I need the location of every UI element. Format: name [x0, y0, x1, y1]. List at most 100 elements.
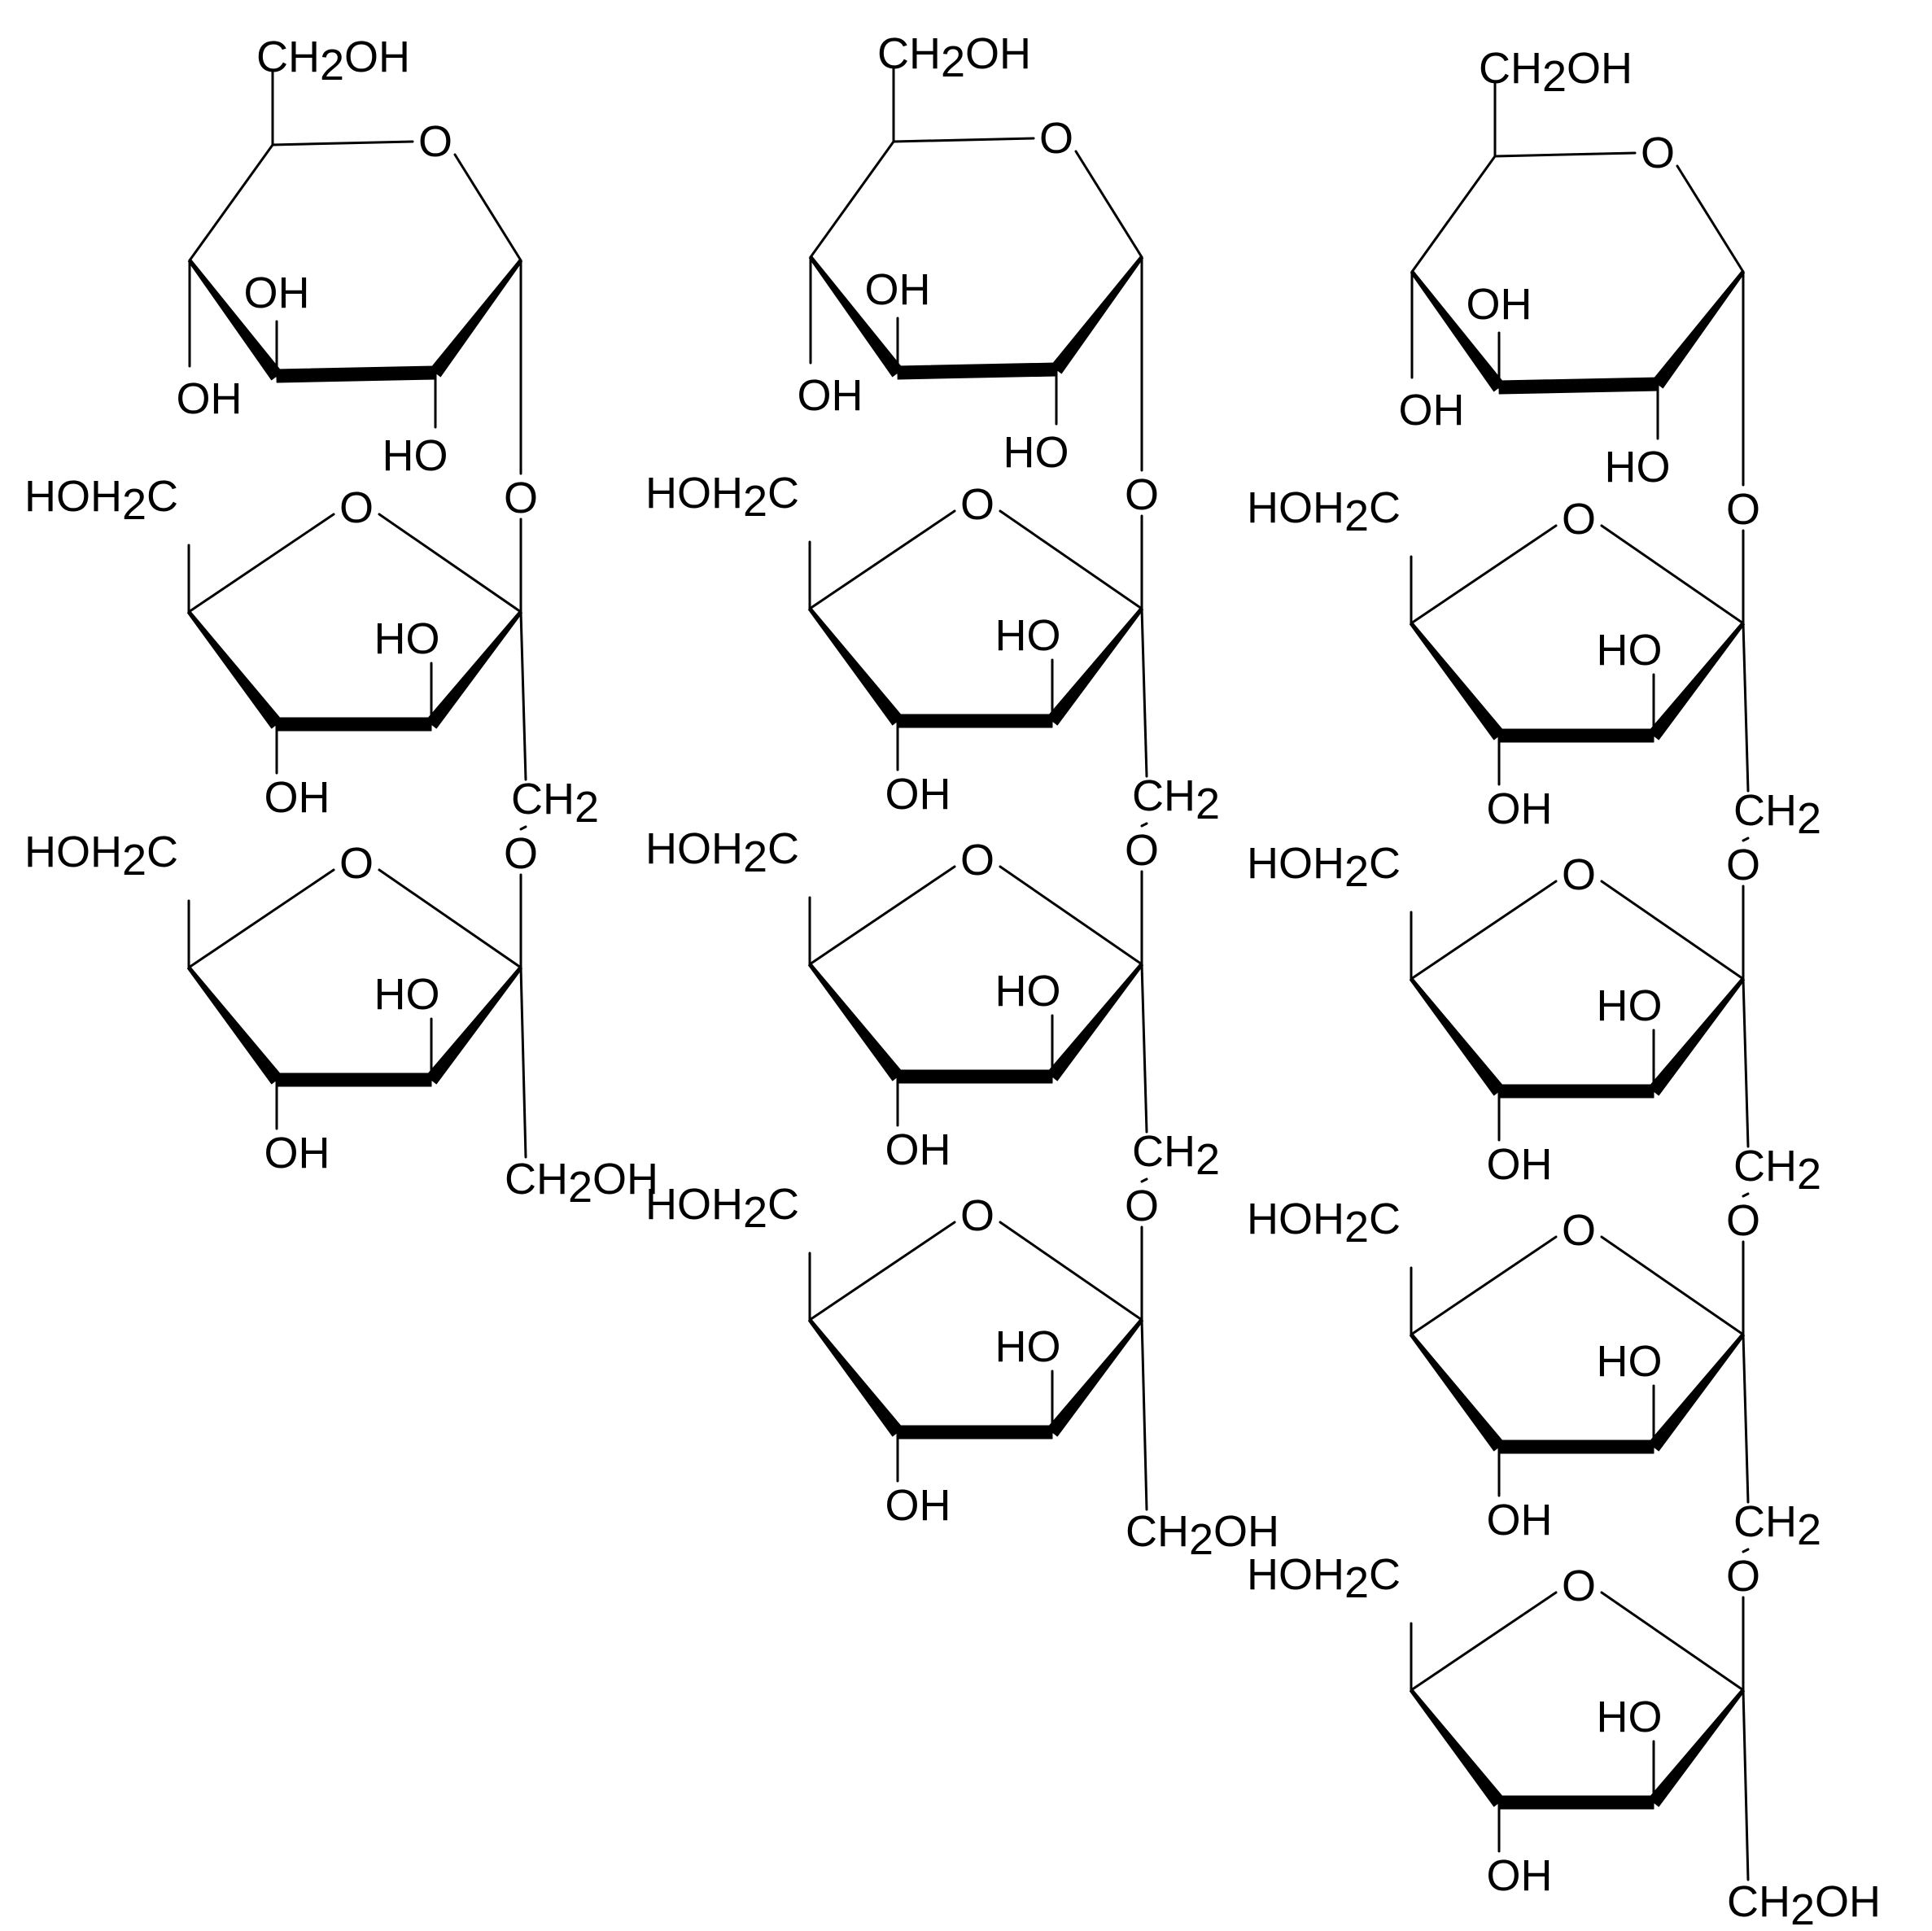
glycosidic-oxygen-label: O [504, 829, 538, 878]
bridge-bond [1742, 1333, 1750, 1504]
bridge-bond [519, 610, 527, 781]
glycosidic-oxygen-label: O [1125, 470, 1159, 519]
oh-label: OH [885, 770, 951, 819]
ho-label: HO [374, 614, 440, 663]
ring-bold-bond [426, 610, 523, 729]
ring-oxygen-label: O [418, 117, 452, 166]
glycosidic-bond [1742, 1192, 1750, 1198]
ch2oh-terminal-label: CH2OH [1727, 1877, 1881, 1927]
ring-bold-bond [1051, 256, 1144, 374]
ring-oxygen-label: O [1562, 850, 1596, 899]
ring-bold-bond [1498, 377, 1659, 395]
hoh2c-label: HOH2C [1247, 1550, 1401, 1607]
bridge-bond [1140, 963, 1148, 1134]
ring-bold-bond [897, 714, 1053, 728]
ring-bond [1676, 164, 1745, 273]
ring-bond [1600, 1591, 1745, 1692]
ring-bond [1410, 1591, 1558, 1692]
ring-bold-bond [1498, 1795, 1654, 1810]
ch2oh-label: CH2OH [877, 29, 1031, 86]
terminal-bond [1742, 1689, 1750, 1881]
ho-label: HO [1605, 443, 1671, 491]
hoh2c-label: HOH2C [1247, 839, 1401, 896]
ring-bold-bond [1648, 622, 1746, 741]
ho-label: HO [1597, 1337, 1663, 1386]
ring-bold-bond [430, 259, 523, 378]
ring-bold-bond [1409, 1333, 1505, 1452]
hoh2c-label: HOH2C [24, 828, 178, 885]
ring-oxygen-label: O [339, 483, 374, 532]
glycosidic-oxygen-label: O [1125, 826, 1159, 875]
ring-bold-bond [1047, 607, 1144, 726]
glycosidic-bond [1140, 1177, 1148, 1183]
ring-oxygen-label: O [960, 480, 994, 529]
ring-bond [1074, 150, 1143, 259]
ring-bond [453, 153, 522, 262]
ring-bond [187, 868, 335, 969]
ring-bold-bond [1047, 963, 1144, 1081]
hoh2c-label: HOH2C [645, 469, 799, 526]
ho-label: HO [995, 611, 1061, 660]
ring-bold-bond [1409, 1689, 1505, 1807]
glycosidic-oxygen-label: O [1726, 1196, 1760, 1245]
ring-bold-bond [1498, 1084, 1654, 1099]
ring-bond [1410, 155, 1497, 273]
oh-label: OH [264, 1129, 330, 1177]
oh-label: OH [798, 371, 863, 420]
ring-bond [999, 1221, 1143, 1322]
ring-bond [1600, 1235, 1745, 1336]
oh-label: OH [1487, 1140, 1553, 1189]
glycosidic-oxygen-label: O [1726, 841, 1760, 889]
ho-label: HO [382, 431, 448, 480]
glycosidic-oxygen-label: O [1726, 1552, 1760, 1601]
ring-bond [378, 868, 522, 969]
ring-bold-bond [1648, 977, 1746, 1096]
terminal-bond [1140, 1318, 1148, 1511]
ring-oxygen-label: O [960, 1191, 994, 1240]
ch2oh-label: CH2OH [256, 33, 410, 90]
ring-bond [1600, 524, 1745, 625]
ring-bond [808, 509, 956, 610]
ring-oxygen-label: O [1039, 114, 1073, 163]
ring-bold-bond [807, 607, 903, 726]
ring-bond [271, 140, 414, 146]
bridge-bond [1140, 607, 1148, 778]
ring-bond [187, 513, 335, 614]
ring-bold-bond [1409, 622, 1505, 741]
ring-bold-bond [897, 1425, 1053, 1440]
ring-bold-bond [1652, 270, 1746, 389]
ch2oh-terminal-label: CH2OH [505, 1155, 658, 1212]
ho-label: HO [1597, 626, 1663, 675]
oh-label: OH [1487, 1851, 1553, 1900]
ring-bond [808, 865, 956, 966]
ring-oxygen-label: O [1562, 1562, 1596, 1610]
ring-bold-bond [1498, 728, 1654, 743]
ring-bold-bond [1648, 1689, 1746, 1807]
ring-bold-bond [1047, 1318, 1144, 1437]
oh-label: OH [177, 374, 243, 423]
ring-bold-bond [897, 362, 1057, 380]
ring-bond [1410, 524, 1558, 625]
ring-bold-bond [1498, 1440, 1654, 1454]
ring-bold-bond [186, 610, 282, 729]
glycosidic-oxygen-label: O [1125, 1182, 1159, 1230]
ring-bond [378, 513, 522, 614]
oh-label: OH [1487, 784, 1553, 833]
ring-bold-bond [1648, 1333, 1746, 1452]
oh-label: OH [244, 269, 310, 317]
ho-label: HO [374, 970, 440, 1019]
oh-label: OH [885, 1481, 951, 1530]
ch2-bridge-label: CH2 [1733, 1497, 1821, 1554]
ch2-bridge-label: CH2 [1132, 1127, 1220, 1184]
ring-bond [808, 1221, 956, 1322]
ring-bond [1493, 151, 1637, 158]
